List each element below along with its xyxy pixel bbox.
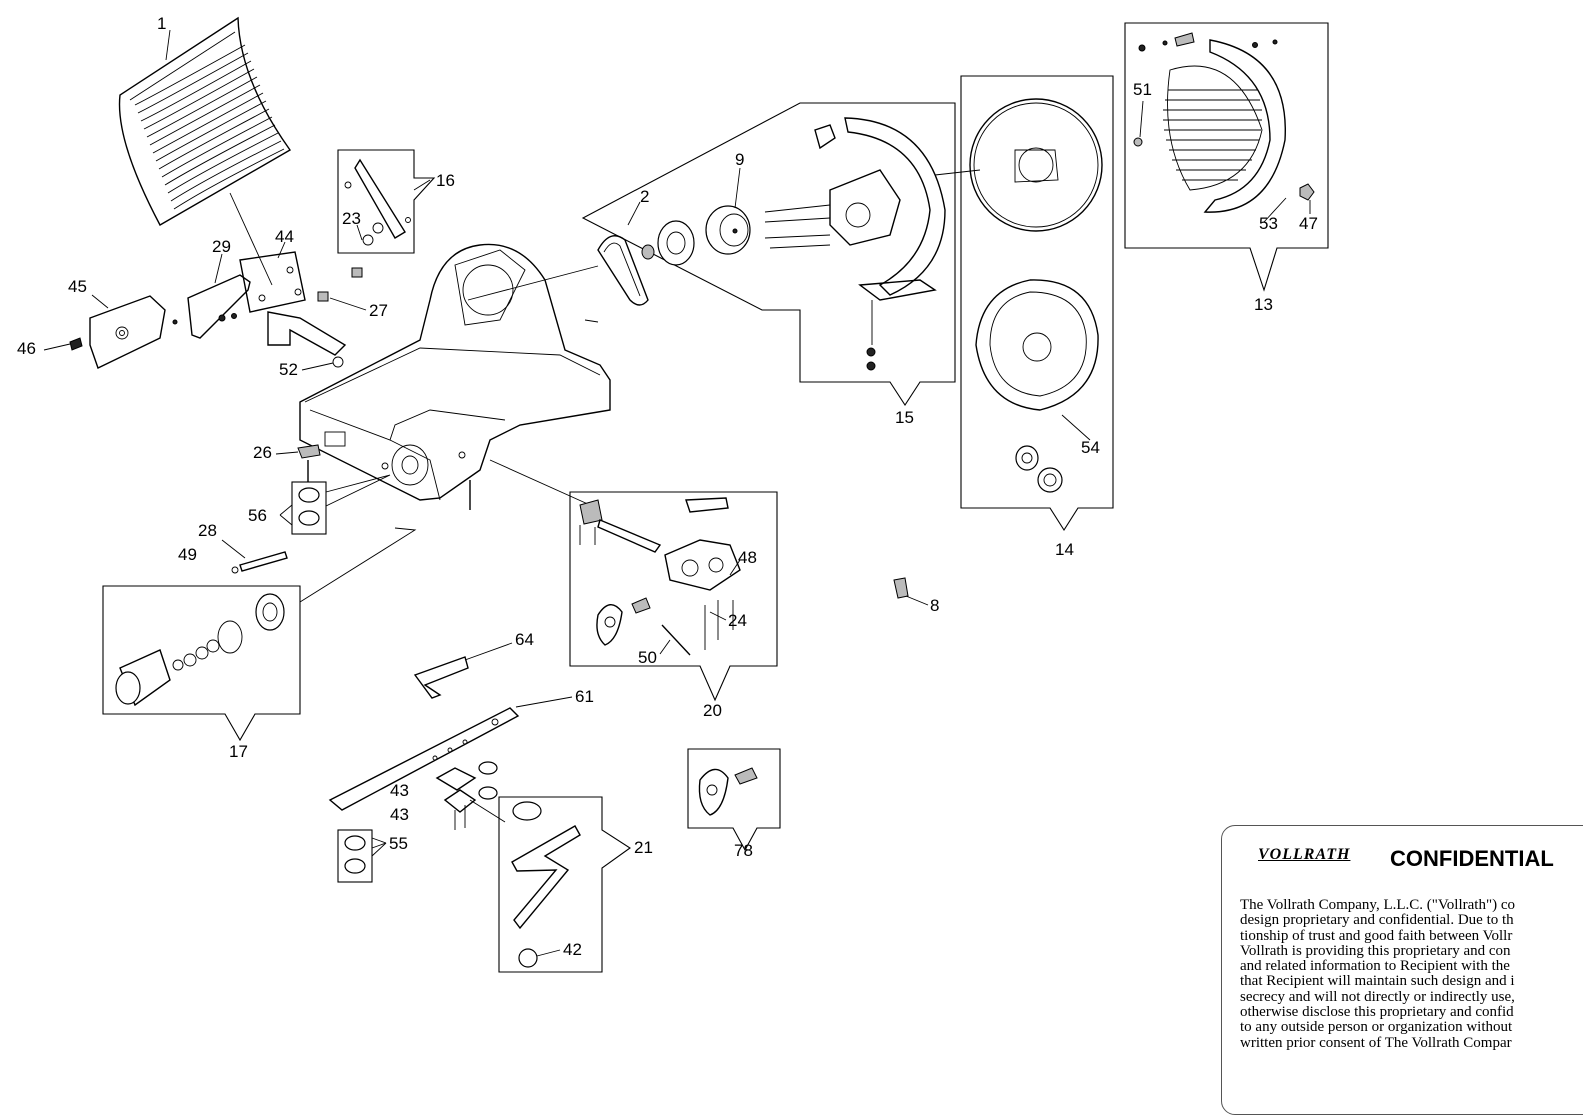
callout-2: 2 [640, 187, 649, 206]
callout-24: 24 [728, 611, 747, 630]
callout-53: 53 [1259, 214, 1278, 233]
callout-48: 48 [738, 548, 757, 567]
callout-61: 61 [575, 687, 594, 706]
notice-heading: CONFIDENTIAL [1390, 846, 1554, 871]
part-14-frame [960, 75, 1114, 532]
part-78-frame [687, 748, 781, 852]
part-15-frame [581, 102, 956, 407]
callout-27: 27 [369, 301, 388, 320]
part-16-frame [337, 149, 436, 254]
vollrath-logo: VOLLRATH [1258, 846, 1351, 863]
part-56-frame [291, 481, 327, 535]
notice-line: and related information to Recipient wit… [1240, 958, 1510, 975]
notice-line: that Recipient will maintain such design… [1240, 973, 1515, 990]
part-1-guard [118, 16, 292, 226]
callout-54: 54 [1081, 438, 1100, 457]
part-13-frame [1124, 22, 1329, 292]
callout-26: 26 [253, 443, 272, 462]
callout-50: 50 [638, 648, 657, 667]
notice-body: The Vollrath Company, L.L.C. ("Vollrath"… [1240, 897, 1583, 1051]
callout-1: 1 [157, 14, 166, 33]
callout-20: 20 [703, 701, 722, 720]
callout-15: 15 [895, 408, 914, 427]
exploded-parts-diagram: 1 2 8 9 13 14 15 16 17 20 21 23 24 26 27… [17, 14, 1329, 973]
callout-14: 14 [1055, 540, 1074, 559]
callout-43b: 43 [390, 805, 409, 824]
notice-line: secrecy and will not directly or indirec… [1240, 988, 1515, 1005]
callout-49: 49 [178, 545, 197, 564]
callout-8: 8 [930, 596, 939, 615]
callout-55: 55 [389, 834, 408, 853]
callout-46: 46 [17, 339, 36, 358]
notice-line: The Vollrath Company, L.L.C. ("Vollrath"… [1240, 897, 1515, 913]
callout-28: 28 [198, 521, 217, 540]
callout-23: 23 [342, 209, 361, 228]
notice-line: design proprietary and confidential. Due… [1240, 912, 1514, 929]
callout-17: 17 [229, 742, 248, 761]
callout-43a: 43 [390, 781, 409, 800]
callout-47: 47 [1299, 214, 1318, 233]
part-21-frame [498, 796, 631, 973]
callout-44: 44 [275, 227, 294, 246]
callout-16: 16 [436, 171, 455, 190]
callout-45: 45 [68, 277, 87, 296]
callout-51: 51 [1133, 80, 1152, 99]
notice-line: tionship of trust and good faith between… [1240, 927, 1513, 944]
slicer-base [299, 243, 611, 510]
callout-52: 52 [279, 360, 298, 379]
callout-9: 9 [735, 150, 744, 169]
confidential-notice: VOLLRATH CONFIDENTIAL The Vollrath Compa… [1221, 825, 1583, 1115]
notice-line: otherwise disclose this proprietary and … [1240, 1004, 1514, 1021]
callout-56: 56 [248, 506, 267, 525]
part-20-frame [569, 491, 778, 702]
part-17-frame [102, 585, 301, 742]
callout-64: 64 [515, 630, 534, 649]
notice-line: to any outside person or organization wi… [1240, 1019, 1513, 1036]
callout-42: 42 [563, 940, 582, 959]
callout-78: 78 [734, 841, 753, 860]
callout-29: 29 [212, 237, 231, 256]
notice-line: Vollrath is providing this proprietary a… [1240, 942, 1511, 959]
notice-line: written prior consent of The Vollrath Co… [1240, 1034, 1512, 1051]
callout-21: 21 [634, 838, 653, 857]
callout-13: 13 [1254, 295, 1273, 314]
callout-labels: 1 2 8 9 13 14 15 16 17 20 21 23 24 26 27… [17, 14, 1318, 959]
